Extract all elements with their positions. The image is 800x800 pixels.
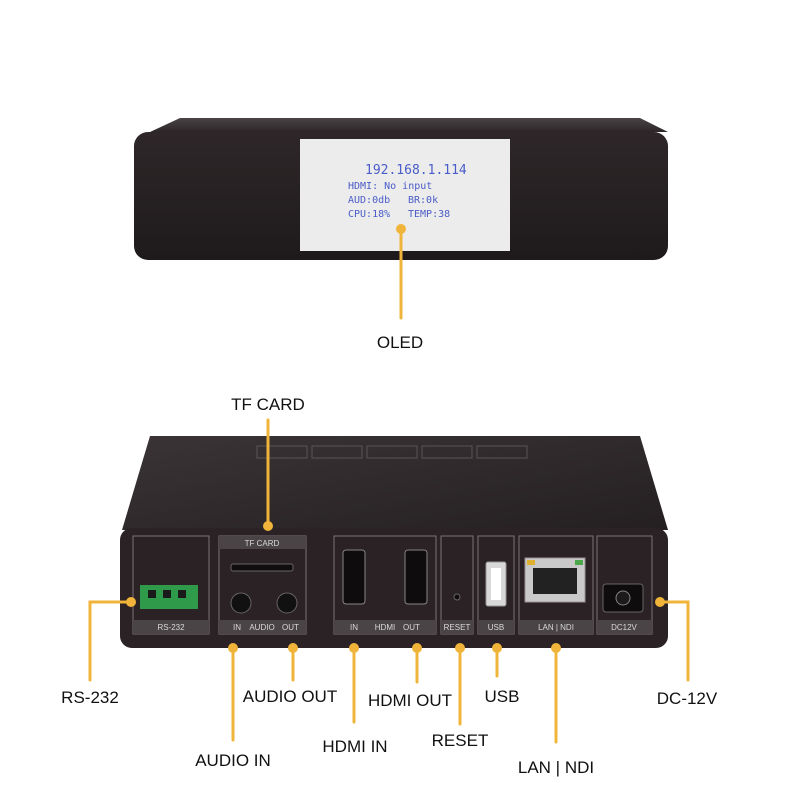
hdmi-out-port [404, 549, 428, 605]
hdmi-out-port-label: OUT [403, 623, 420, 632]
hdmi-out-callout-label: HDMI OUT [368, 691, 452, 710]
dc-callout-line [658, 600, 690, 682]
front-device: 192.168.1.114 HDMI: No input AUD:0db BR:… [134, 118, 668, 260]
rear-device-top [122, 436, 668, 530]
audio-out-callout-dot [288, 643, 298, 653]
oled-callout-dot [396, 224, 406, 234]
oled-display [300, 139, 510, 251]
reset-pinhole [453, 593, 461, 601]
hdmi-in-callout-dot [349, 643, 359, 653]
audio-in-callout-label: AUDIO IN [195, 751, 271, 770]
top-panel-markings [256, 445, 528, 459]
lan-port-label: LAN | NDI [538, 623, 574, 632]
reset-callout-dot [455, 643, 465, 653]
lan-led-left [527, 560, 535, 565]
tf-card-callout-dot [263, 521, 273, 531]
audio-in-port-label: IN [233, 623, 241, 632]
lan-callout-dot [551, 643, 561, 653]
rs232-port-label: RS-232 [157, 623, 185, 632]
audio-port-label: AUDIO [249, 623, 274, 632]
dc-callout-label: DC-12V [657, 689, 718, 708]
dc-label-strip [597, 620, 652, 634]
audio-out-callout-label: AUDIO OUT [243, 687, 337, 706]
rs232-terminal-holes [148, 590, 186, 598]
oled-hdmi-status: HDMI: No input [348, 181, 432, 192]
audio-out-port-label: OUT [282, 623, 299, 632]
dc-port-label: DC12V [611, 623, 637, 632]
rs232-label-strip [133, 620, 209, 634]
rs232-callout-label: RS-232 [61, 688, 119, 707]
hdmi-in-port-label: IN [350, 623, 358, 632]
audio-label-strip [219, 620, 306, 634]
audio-in-callout-dot [228, 643, 238, 653]
usb-port-tongue [491, 568, 501, 600]
hdmi-out-callout-dot [412, 643, 422, 653]
lan-led-right [575, 560, 583, 565]
hdmi-in-port [342, 549, 366, 605]
oled-temperature: TEMP:38 [408, 209, 450, 220]
usb-callout-label: USB [485, 687, 520, 706]
rear-device: RS-232 TF CARD IN AUDIO OUT IN HDMI OUT … [120, 436, 668, 648]
oled-callout-label: OLED [377, 333, 423, 352]
lan-port-opening [533, 568, 577, 594]
reset-port-label: RESET [444, 623, 471, 632]
usb-port-label: USB [488, 623, 504, 632]
oled-bitrate: BR:0k [408, 195, 438, 206]
audio-in-jack [230, 592, 252, 614]
audio-out-jack [276, 592, 298, 614]
usb-callout-dot [492, 643, 502, 653]
front-device-top-edge [150, 118, 668, 132]
rs232-callout-line [88, 600, 133, 682]
tf-card-slot [230, 563, 294, 572]
reset-callout-label: RESET [432, 731, 489, 750]
reset-label-strip [441, 620, 473, 634]
oled-ip: 192.168.1.114 [365, 163, 467, 178]
lan-callout-label: LAN | NDI [518, 758, 594, 777]
oled-audio-level: AUD:0db [348, 195, 390, 206]
lan-label-strip [519, 620, 593, 634]
dc-jack-inner [615, 590, 631, 606]
hdmi-in-callout-label: HDMI IN [322, 737, 387, 756]
usb-label-strip [478, 620, 514, 634]
oled-cpu: CPU:18% [348, 209, 390, 220]
tf-card-callout-label: TF CARD [231, 395, 305, 414]
dc-callout-dot [655, 597, 665, 607]
hdmi-port-label: HDMI [375, 623, 395, 632]
tf-card-label-strip [219, 536, 306, 549]
rs232-callout-dot [126, 597, 136, 607]
hdmi-label-strip [334, 620, 436, 634]
tf-card-port-label: TF CARD [245, 539, 280, 548]
